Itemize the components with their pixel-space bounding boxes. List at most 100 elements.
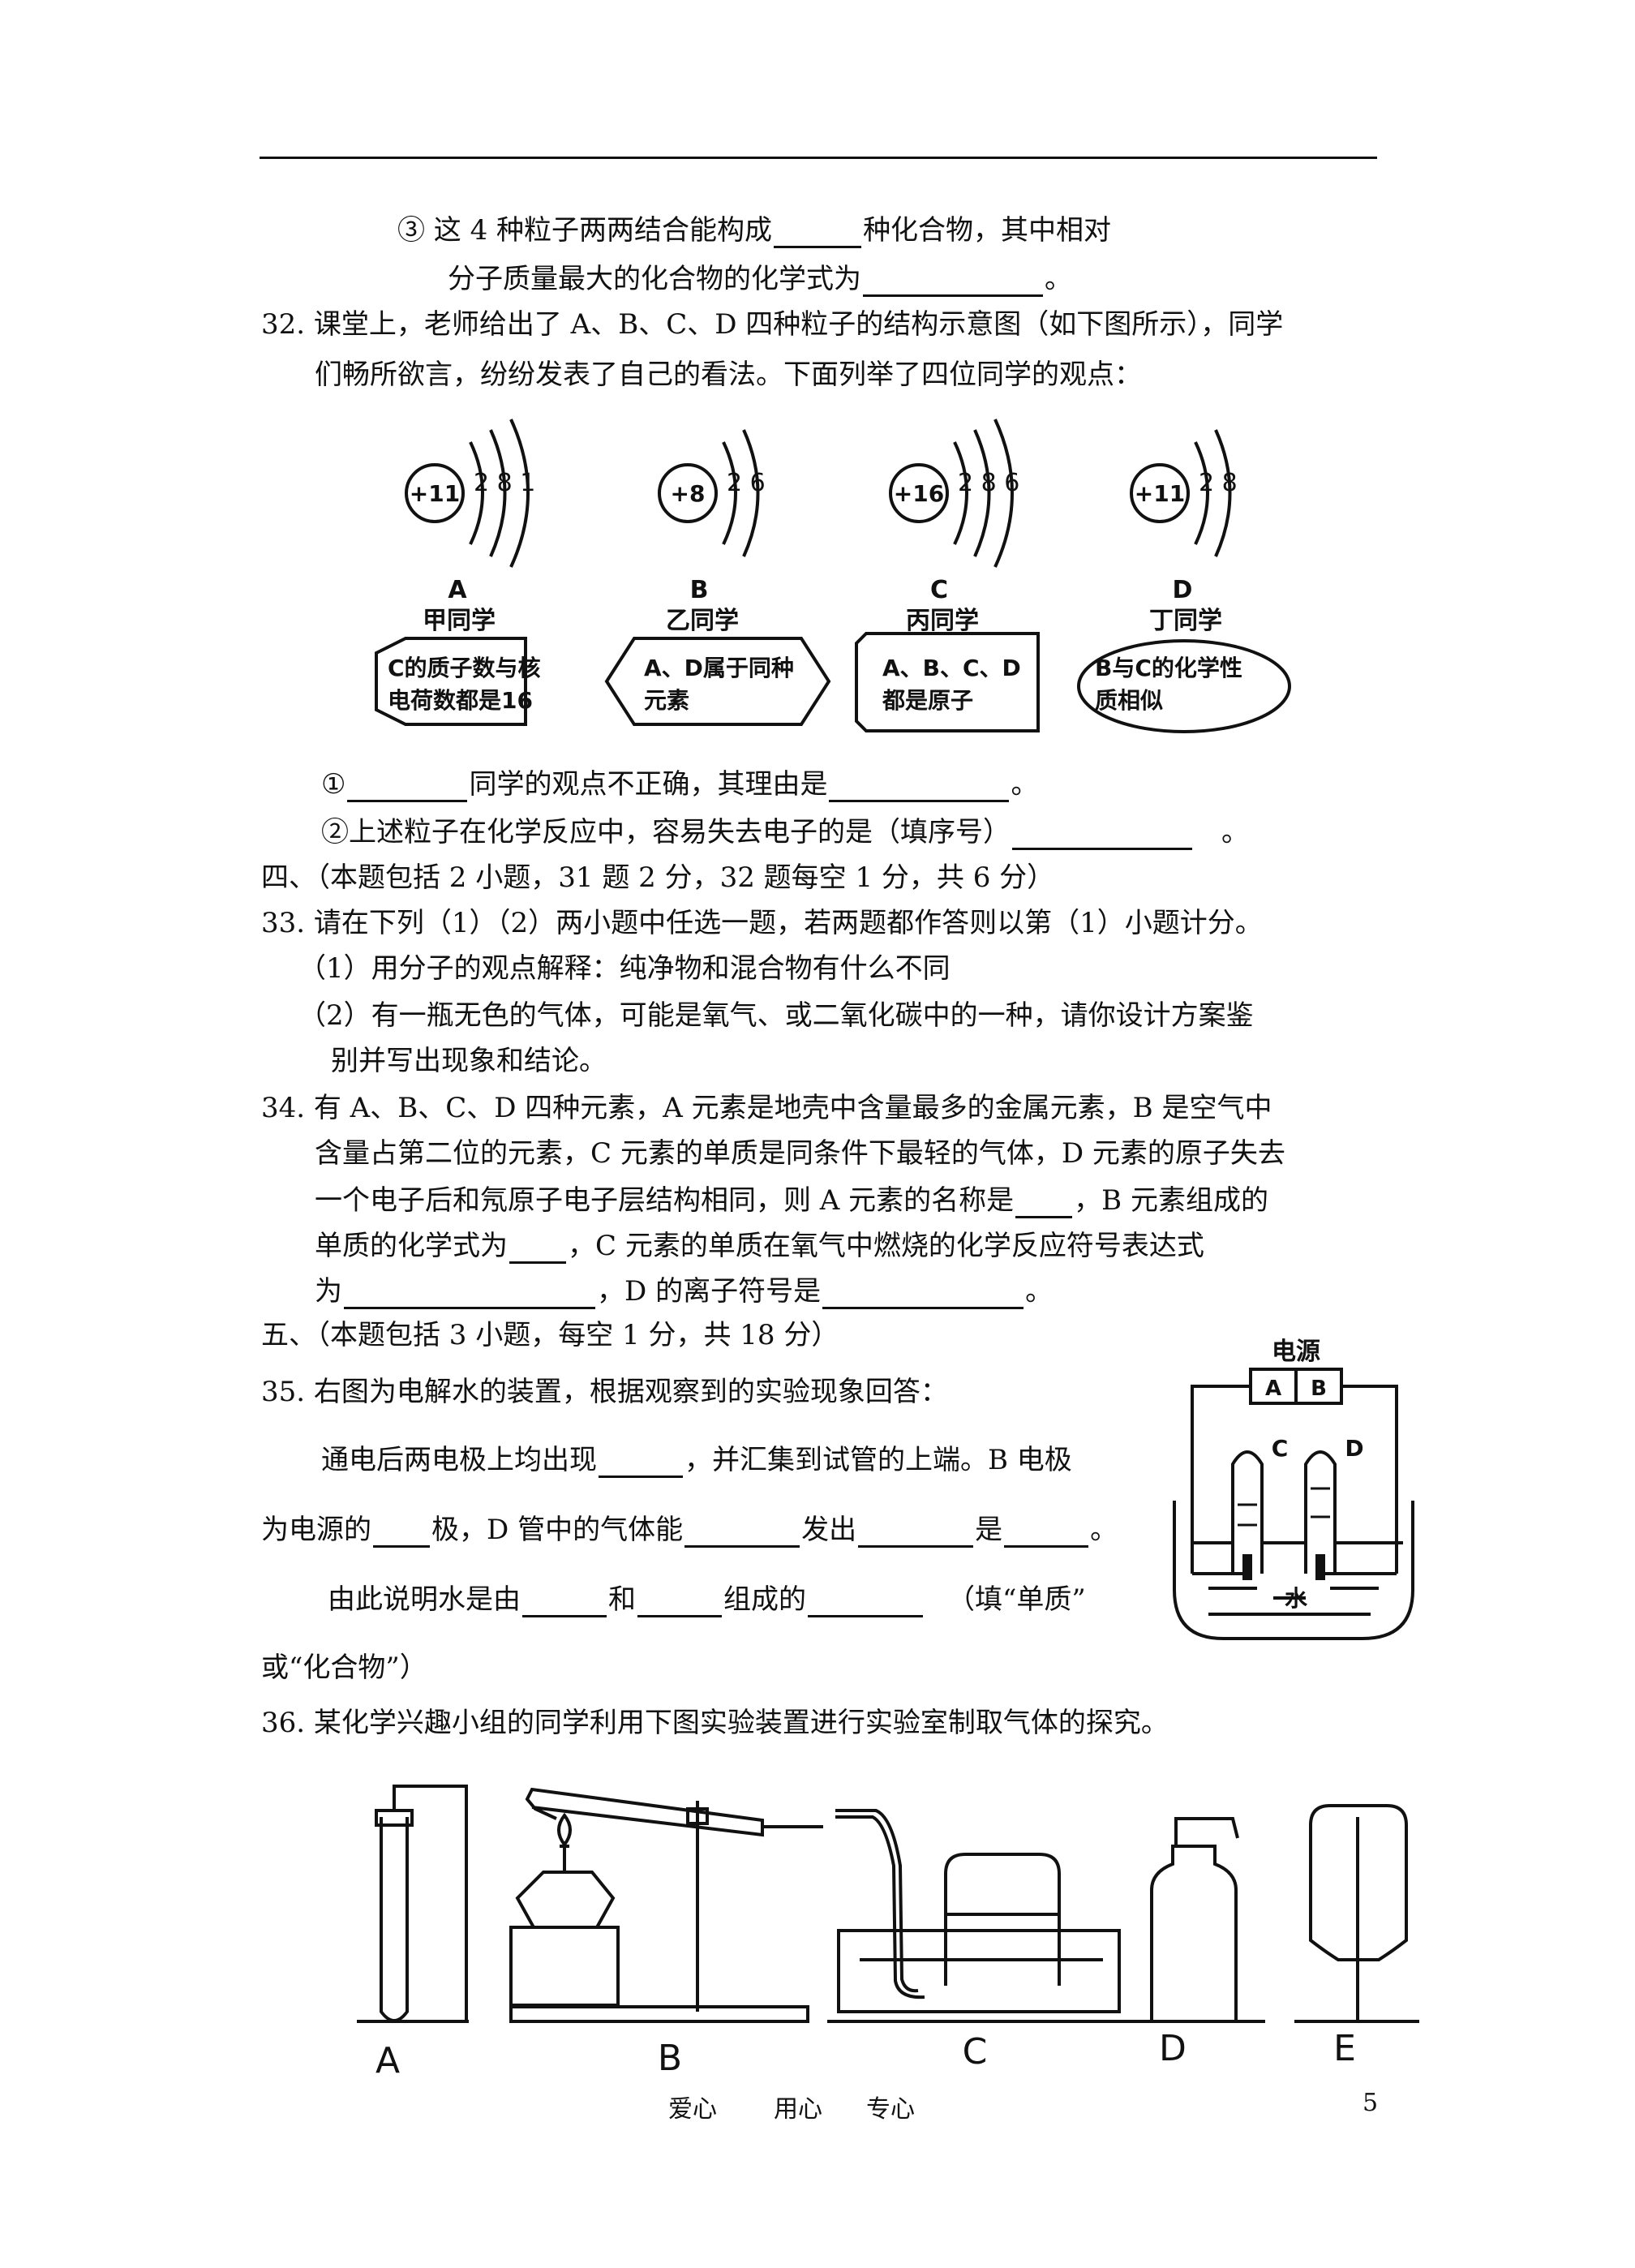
q34-blank-ion[interactable] — [822, 1278, 1024, 1309]
header-rule — [260, 157, 1377, 159]
shell-c-2 — [973, 429, 991, 557]
opinion-b-line2: 元素 — [644, 687, 689, 714]
opinion-d-line2: 质相似 — [1095, 687, 1163, 714]
particle-structure-diagram: +11 +8 +16 +11 2 8 1 2 6 2 8 6 2 8 A B C… — [375, 419, 1291, 733]
q35-line4: 由此说明水是由和组成的（填“单质” — [328, 1583, 1086, 1617]
apparatus-label-a: A — [375, 2040, 400, 2081]
electrode-c — [1242, 1554, 1252, 1580]
apparatus-c-bottle — [944, 1853, 1061, 1986]
nucleus-a-label: +11 — [410, 480, 460, 507]
student-yi: 乙同学 — [666, 607, 739, 635]
q35-blank-element1[interactable] — [522, 1586, 607, 1617]
q33-line3: （2）有一瓶无色的气体，可能是氧气、或二氧化碳中的一种，请你设计方案鉴 — [298, 999, 1254, 1032]
power-label: 电源 — [1272, 1338, 1320, 1366]
q32-blank-student[interactable] — [347, 771, 468, 802]
apparatus-label-c: C — [963, 2031, 988, 2073]
q31-blank-compounds[interactable] — [774, 217, 862, 248]
q32-stem-2: 们畅所欲言，纷纷发表了自己的看法。下面列举了四位同学的观点： — [315, 359, 1142, 391]
student-ding: 丁同学 — [1149, 607, 1222, 635]
gas-apparatus-diagram: A B C D E — [357, 1785, 1419, 2081]
q34-line2: 含量占第二位的元素，C 元素的单质是同条件下最轻的气体，D 元素的原子失去 — [315, 1137, 1285, 1170]
letter-b: B — [690, 576, 709, 604]
opinion-a-line2: 电荷数都是16 — [388, 687, 533, 714]
q34-line1: 34. 有 A、B、C、D 四种元素，A 元素是地壳中含量最多的金属元素，B 是… — [261, 1092, 1272, 1124]
q34-line5: 为，D 的离子符号是。 — [315, 1275, 1054, 1309]
water-trough — [1173, 1501, 1414, 1640]
shells-c-label: 2 8 6 — [958, 469, 1019, 497]
shell-c-1 — [953, 441, 968, 545]
nucleus-a-circle — [405, 463, 465, 523]
apparatus-d-tube — [1174, 1817, 1239, 1846]
q35-line3: 为电源的极，D 管中的气体能发出是。 — [261, 1514, 1118, 1548]
apparatus-c-trough — [837, 1929, 1121, 2013]
apparatus-c-delivery-tube — [835, 1809, 919, 1993]
nucleus-d-label: +11 — [1135, 480, 1185, 507]
q32-blank-lose-electron[interactable] — [1012, 818, 1192, 850]
q31-blank-formula[interactable] — [863, 265, 1043, 297]
q34-blank-equation[interactable] — [344, 1278, 595, 1309]
nucleus-b-circle — [658, 463, 718, 523]
shell-d-2 — [1214, 429, 1232, 557]
opinion-b-line1: A、D属于同种 — [644, 655, 794, 681]
q34-blank-b-formula[interactable] — [509, 1232, 566, 1264]
shell-a-1 — [469, 441, 484, 545]
apparatus-a-delivery-tube — [393, 1785, 468, 2021]
wire-right — [1341, 1385, 1398, 1574]
apparatus-c-delivery-tube-inner — [835, 1815, 925, 2000]
q35-blank-pole[interactable] — [373, 1516, 430, 1548]
q35-line2: 通电后两电极上均出现，并汇集到试管的上端。B 电极 — [321, 1444, 1072, 1478]
q35-line5: 或“化合物”） — [261, 1652, 427, 1684]
section-5-heading: 五、（本题包括 3 小题，每空 1 分，共 18 分） — [261, 1319, 839, 1351]
nucleus-b-label: +8 — [671, 480, 706, 507]
tube-d-label: D — [1345, 1435, 1363, 1462]
shell-a-3 — [509, 419, 530, 568]
apparatus-b-clamp — [686, 1807, 709, 1825]
q35-blank-type[interactable] — [808, 1586, 923, 1617]
letter-d: D — [1173, 576, 1193, 604]
q35-blank-bubbles[interactable] — [599, 1446, 683, 1478]
q36-line1: 36. 某化学兴趣小组的同学利用下图实验装置进行实验室制取气体的探究。 — [261, 1707, 1169, 1739]
opinion-d-line1: B与C的化学性 — [1095, 655, 1242, 681]
apparatus-e-bottle — [1309, 1804, 1408, 1961]
letter-c: C — [930, 576, 948, 604]
apparatus-label-b: B — [658, 2038, 682, 2079]
electrode-d — [1315, 1554, 1325, 1580]
opinion-c-line1: A、B、C、D — [882, 655, 1021, 681]
q34-blank-a-name[interactable] — [1015, 1187, 1073, 1218]
electrolysis-apparatus-diagram: 电源 A B C D 水 — [1173, 1338, 1414, 1640]
water-label: 水 — [1285, 1585, 1308, 1612]
q35-blank-emits[interactable] — [858, 1516, 974, 1548]
q33-line1: 33. 请在下列（1）（2）两小题中任选一题，若两题都作答则以第（1）小题计分。 — [261, 907, 1263, 939]
footer-slogan-3: 专心 — [866, 2095, 915, 2124]
shell-a-2 — [489, 429, 507, 557]
q35-blank-gas-is[interactable] — [1004, 1516, 1089, 1548]
q32-answer-2: ②上述粒子在化学反应中，容易失去电子的是（填序号）。 — [321, 816, 1249, 850]
apparatus-b-base — [509, 2005, 809, 2023]
q35-blank-gas-can[interactable] — [684, 1516, 800, 1548]
shell-b-2 — [742, 429, 760, 557]
nucleus-c-circle — [889, 463, 949, 523]
power-b-label: B — [1311, 1377, 1327, 1401]
shell-b-1 — [722, 441, 737, 545]
opinion-a-line1: C的质子数与核 — [388, 655, 541, 681]
q32-stem-1: 32. 课堂上，老师给出了 A、B、C、D 四种粒子的结构示意图（如下图所示），… — [261, 308, 1284, 341]
apparatus-a-tube — [380, 1817, 409, 2022]
test-tube-c — [1231, 1450, 1264, 1574]
q31-part3-line1: ③ 这 4 种粒子两两结合能构成种化合物，其中相对 — [397, 214, 1112, 248]
q34-line4: 单质的化学式为，C 元素的单质在氧气中燃烧的化学反应符号表达式 — [315, 1230, 1204, 1264]
q33-line2: （1）用分子的观点解释：纯净物和混合物有什么不同 — [298, 952, 951, 985]
shell-d-1 — [1194, 441, 1209, 545]
q33-line4: 别并写出现象和结论。 — [331, 1045, 607, 1077]
q34-line3: 一个电子后和氖原子电子层结构相同，则 A 元素的名称是，B 元素组成的 — [315, 1184, 1268, 1218]
opinion-frame-b — [604, 637, 831, 726]
q32-blank-reason[interactable] — [829, 771, 1010, 802]
q35-blank-element2[interactable] — [637, 1586, 722, 1617]
student-bing: 丙同学 — [906, 607, 979, 635]
opinion-frame-a — [375, 637, 527, 726]
section-4-heading: 四、（本题包括 2 小题，31 题 2 分，32 题每空 1 分，共 6 分） — [261, 861, 1055, 894]
student-jia: 甲同学 — [423, 607, 496, 635]
nucleus-d-circle — [1130, 463, 1190, 523]
apparatus-b-flame — [557, 1812, 572, 1846]
apparatus-b-wick — [560, 1845, 569, 1872]
